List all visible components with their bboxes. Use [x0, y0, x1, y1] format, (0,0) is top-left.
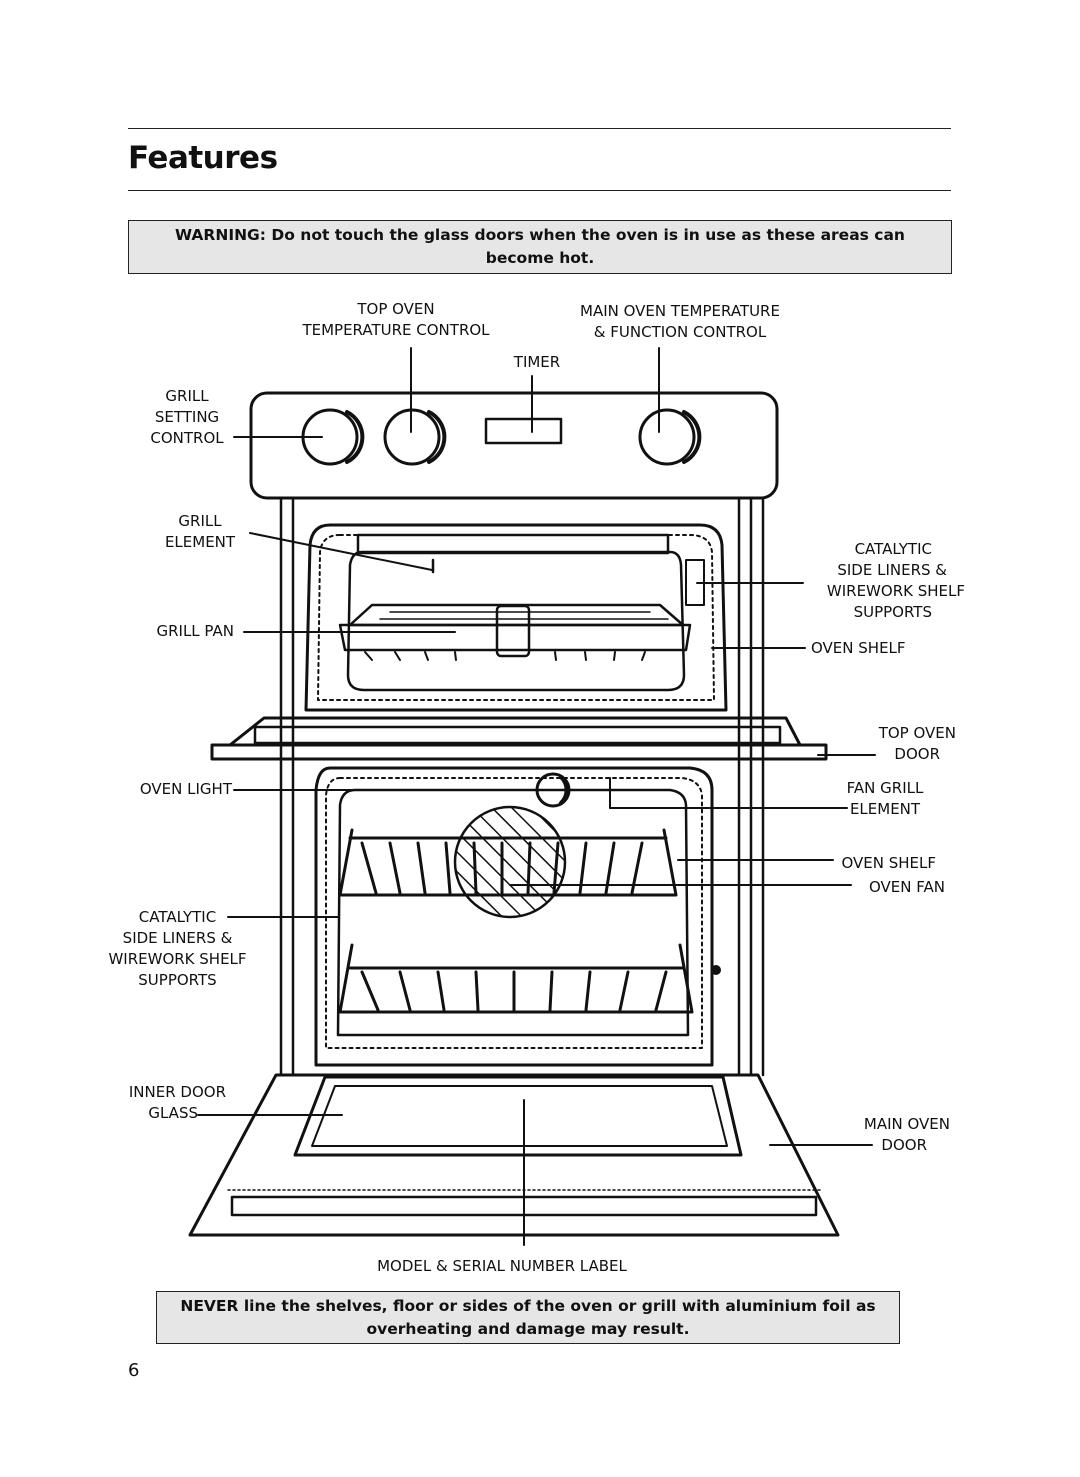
oven-fan: [453, 805, 567, 919]
label-oven-light: OVEN LIGHT: [139, 780, 232, 798]
warning-line-2: become hot.: [485, 249, 595, 267]
main-oven-temperature-knob: [638, 408, 702, 466]
label-model-serial-number: MODEL & SERIAL NUMBER LABEL: [377, 1257, 627, 1275]
top-oven-temperature-knob: [383, 408, 447, 466]
shelf-support-stud: [711, 965, 721, 975]
heading-rule: [128, 190, 951, 191]
foil-warning-line-2: overheating and damage may result.: [366, 1319, 690, 1338]
label-top-oven-shelf: OVEN SHELF: [811, 639, 906, 657]
warning-box: WARNING: Do not touch the glass doors wh…: [128, 220, 952, 274]
label-oven-fan: OVEN FAN: [868, 878, 945, 896]
cabinet-sides: [279, 496, 765, 1077]
main-oven-cavity: [314, 766, 714, 1067]
main-oven-shelf-upper: [338, 828, 678, 897]
timer-display: [484, 417, 563, 445]
foil-warning-line-1: NEVER line the shelves, floor or sides o…: [180, 1296, 876, 1315]
control-panel: [249, 391, 779, 500]
main-oven-door: [188, 1073, 840, 1237]
grill-pan: [338, 603, 692, 661]
top-oven-door: [210, 716, 828, 761]
main-oven-shelf-lower: [338, 943, 694, 1014]
label-main-oven-temperature-control: MAIN OVEN TEMPERATURE& FUNCTION CONTROL: [580, 302, 780, 341]
warning-line-1: WARNING: Do not touch the glass doors wh…: [175, 226, 905, 244]
top-rule: [128, 128, 951, 129]
leader-lines: [197, 347, 876, 1246]
label-timer: TIMER: [513, 353, 561, 371]
page-title: Features: [128, 140, 278, 176]
top-oven-cavity: [304, 523, 728, 712]
label-main-oven-shelf: OVEN SHELF: [841, 854, 936, 872]
page-number: 6: [128, 1360, 140, 1381]
foil-warning-box: NEVER line the shelves, floor or sides o…: [156, 1291, 900, 1344]
label-grill-pan: GRILL PAN: [156, 622, 234, 640]
